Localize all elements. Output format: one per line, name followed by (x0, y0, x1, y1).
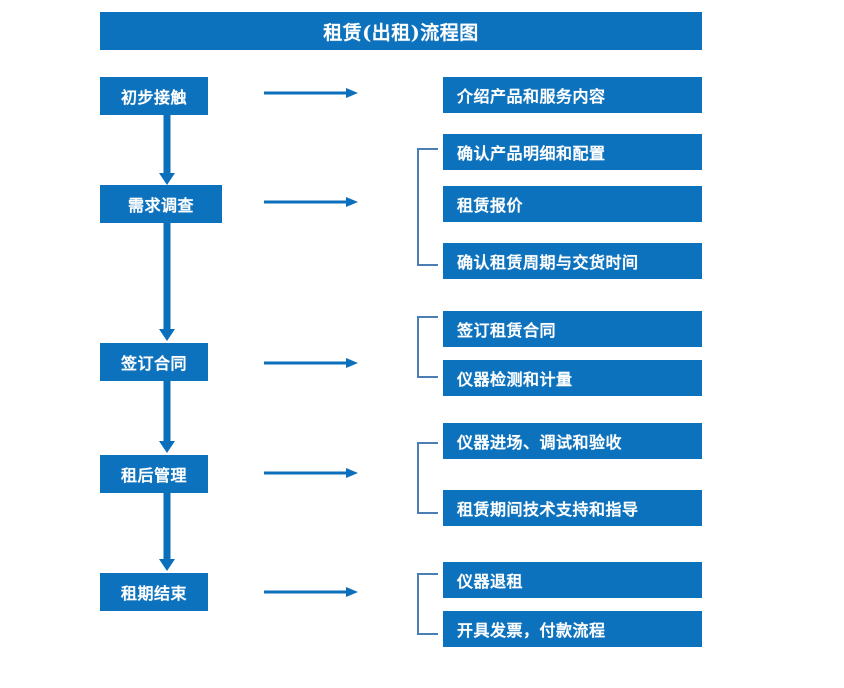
detail-box-8[interactable]: 租赁期间技术支持和指导 (443, 490, 702, 526)
down-arrow-icon-3 (158, 381, 175, 453)
right-arrow-icon-1 (264, 87, 358, 99)
detail-box-6[interactable]: 仪器检测和计量 (443, 360, 702, 396)
right-arrow-icon-3 (264, 357, 358, 369)
detail-box-4[interactable]: 确认租赁周期与交货时间 (443, 243, 702, 279)
down-arrow-icon-4 (158, 493, 175, 571)
stage-box-2[interactable]: 需求调查 (100, 185, 222, 223)
stage-box-1[interactable]: 初步接触 (100, 77, 208, 115)
down-arrow-icon-1 (158, 115, 175, 185)
detail-box-3[interactable]: 租赁报价 (443, 186, 702, 222)
group-bracket-5 (416, 573, 438, 635)
page-title: 租赁(出租)流程图 (100, 12, 702, 50)
detail-box-2[interactable]: 确认产品明细和配置 (443, 134, 702, 170)
stage-box-5[interactable]: 租期结束 (100, 573, 208, 611)
detail-box-9[interactable]: 仪器退租 (443, 562, 702, 598)
right-arrow-icon-2 (264, 196, 358, 208)
group-bracket-4 (416, 442, 438, 514)
down-arrow-icon-2 (158, 223, 175, 341)
detail-box-1[interactable]: 介绍产品和服务内容 (443, 77, 702, 113)
detail-box-7[interactable]: 仪器进场、调试和验收 (443, 423, 702, 459)
stage-box-3[interactable]: 签订合同 (100, 343, 208, 381)
right-arrow-icon-4 (264, 467, 358, 479)
group-bracket-3 (416, 316, 438, 378)
stage-box-4[interactable]: 租后管理 (100, 455, 208, 493)
detail-box-5[interactable]: 签订租赁合同 (443, 311, 702, 347)
detail-box-10[interactable]: 开具发票，付款流程 (443, 611, 702, 647)
right-arrow-icon-5 (264, 586, 358, 598)
group-bracket-2 (416, 148, 438, 266)
